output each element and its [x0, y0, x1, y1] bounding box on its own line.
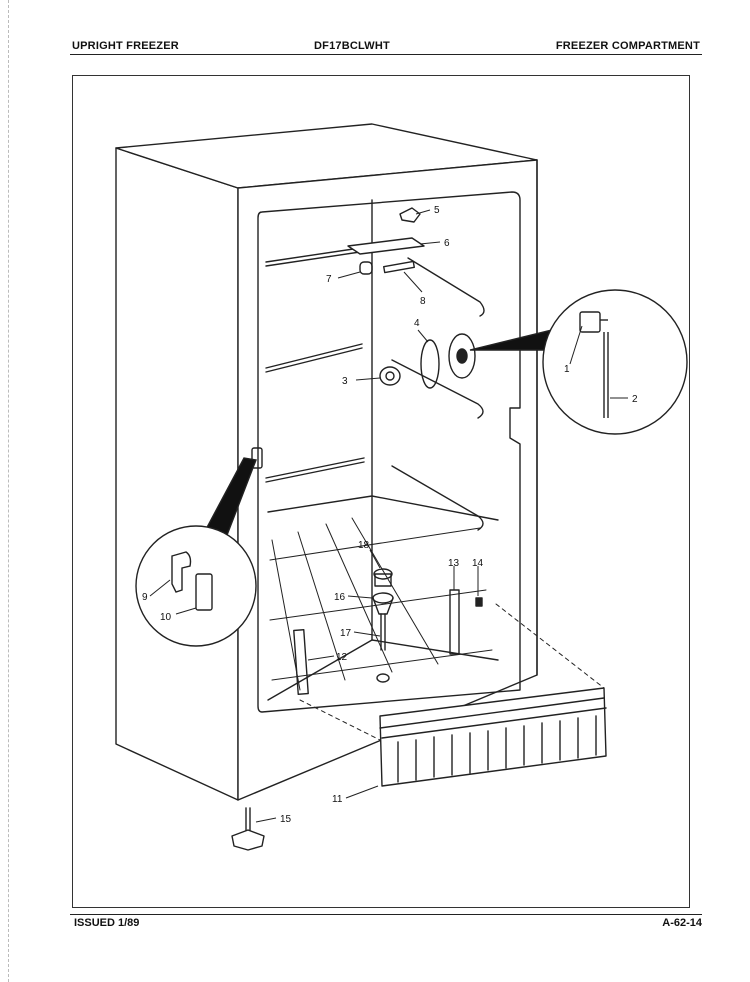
thermostat-mount — [379, 333, 476, 389]
callout-4: 4 — [414, 318, 420, 329]
footer-issued-date: ISSUED 1/89 — [74, 917, 140, 929]
callout-6: 6 — [444, 238, 450, 249]
diagram-frame — [72, 75, 690, 908]
kickplate-grille — [379, 687, 607, 787]
right-shelf-rails — [391, 257, 485, 531]
cabinet-side-slot — [251, 447, 263, 469]
header-rule — [70, 54, 702, 55]
callout-9: 9 — [142, 592, 148, 603]
callout-18: 18 — [358, 540, 370, 551]
callout-3: 3 — [342, 376, 348, 387]
header-section-title: FREEZER COMPARTMENT — [555, 40, 700, 52]
cabinet-body — [115, 123, 538, 801]
callout-15: 15 — [280, 814, 292, 825]
callout-5: 5 — [434, 205, 440, 216]
callout-16: 16 — [334, 592, 346, 603]
leveling-leg — [231, 807, 265, 851]
callout-13: 13 — [448, 558, 460, 569]
callout-2: 2 — [632, 394, 638, 405]
footer-rule — [70, 914, 702, 915]
left-shelf-rails — [265, 247, 365, 483]
thermostat-detail-callout — [469, 289, 688, 435]
drain-assembly — [372, 568, 394, 683]
callout-1: 1 — [564, 364, 570, 375]
callout-17: 17 — [340, 628, 352, 639]
part-12-bracket — [293, 629, 309, 695]
callout-12: 12 — [336, 652, 348, 663]
callout-14: 14 — [472, 558, 484, 569]
latch-detail-callout — [135, 457, 257, 647]
callout-8: 8 — [420, 296, 426, 307]
left-margin-binding-line — [8, 0, 9, 982]
callout-11: 11 — [332, 794, 343, 805]
header-product-type: UPRIGHT FREEZER — [72, 40, 179, 52]
callout-7: 7 — [326, 274, 332, 285]
callout-10: 10 — [160, 612, 172, 623]
footer-page-code: A-62-14 — [662, 917, 702, 929]
header-model-number: DF17BCLWHT — [314, 40, 390, 52]
upper-parts — [347, 207, 425, 275]
